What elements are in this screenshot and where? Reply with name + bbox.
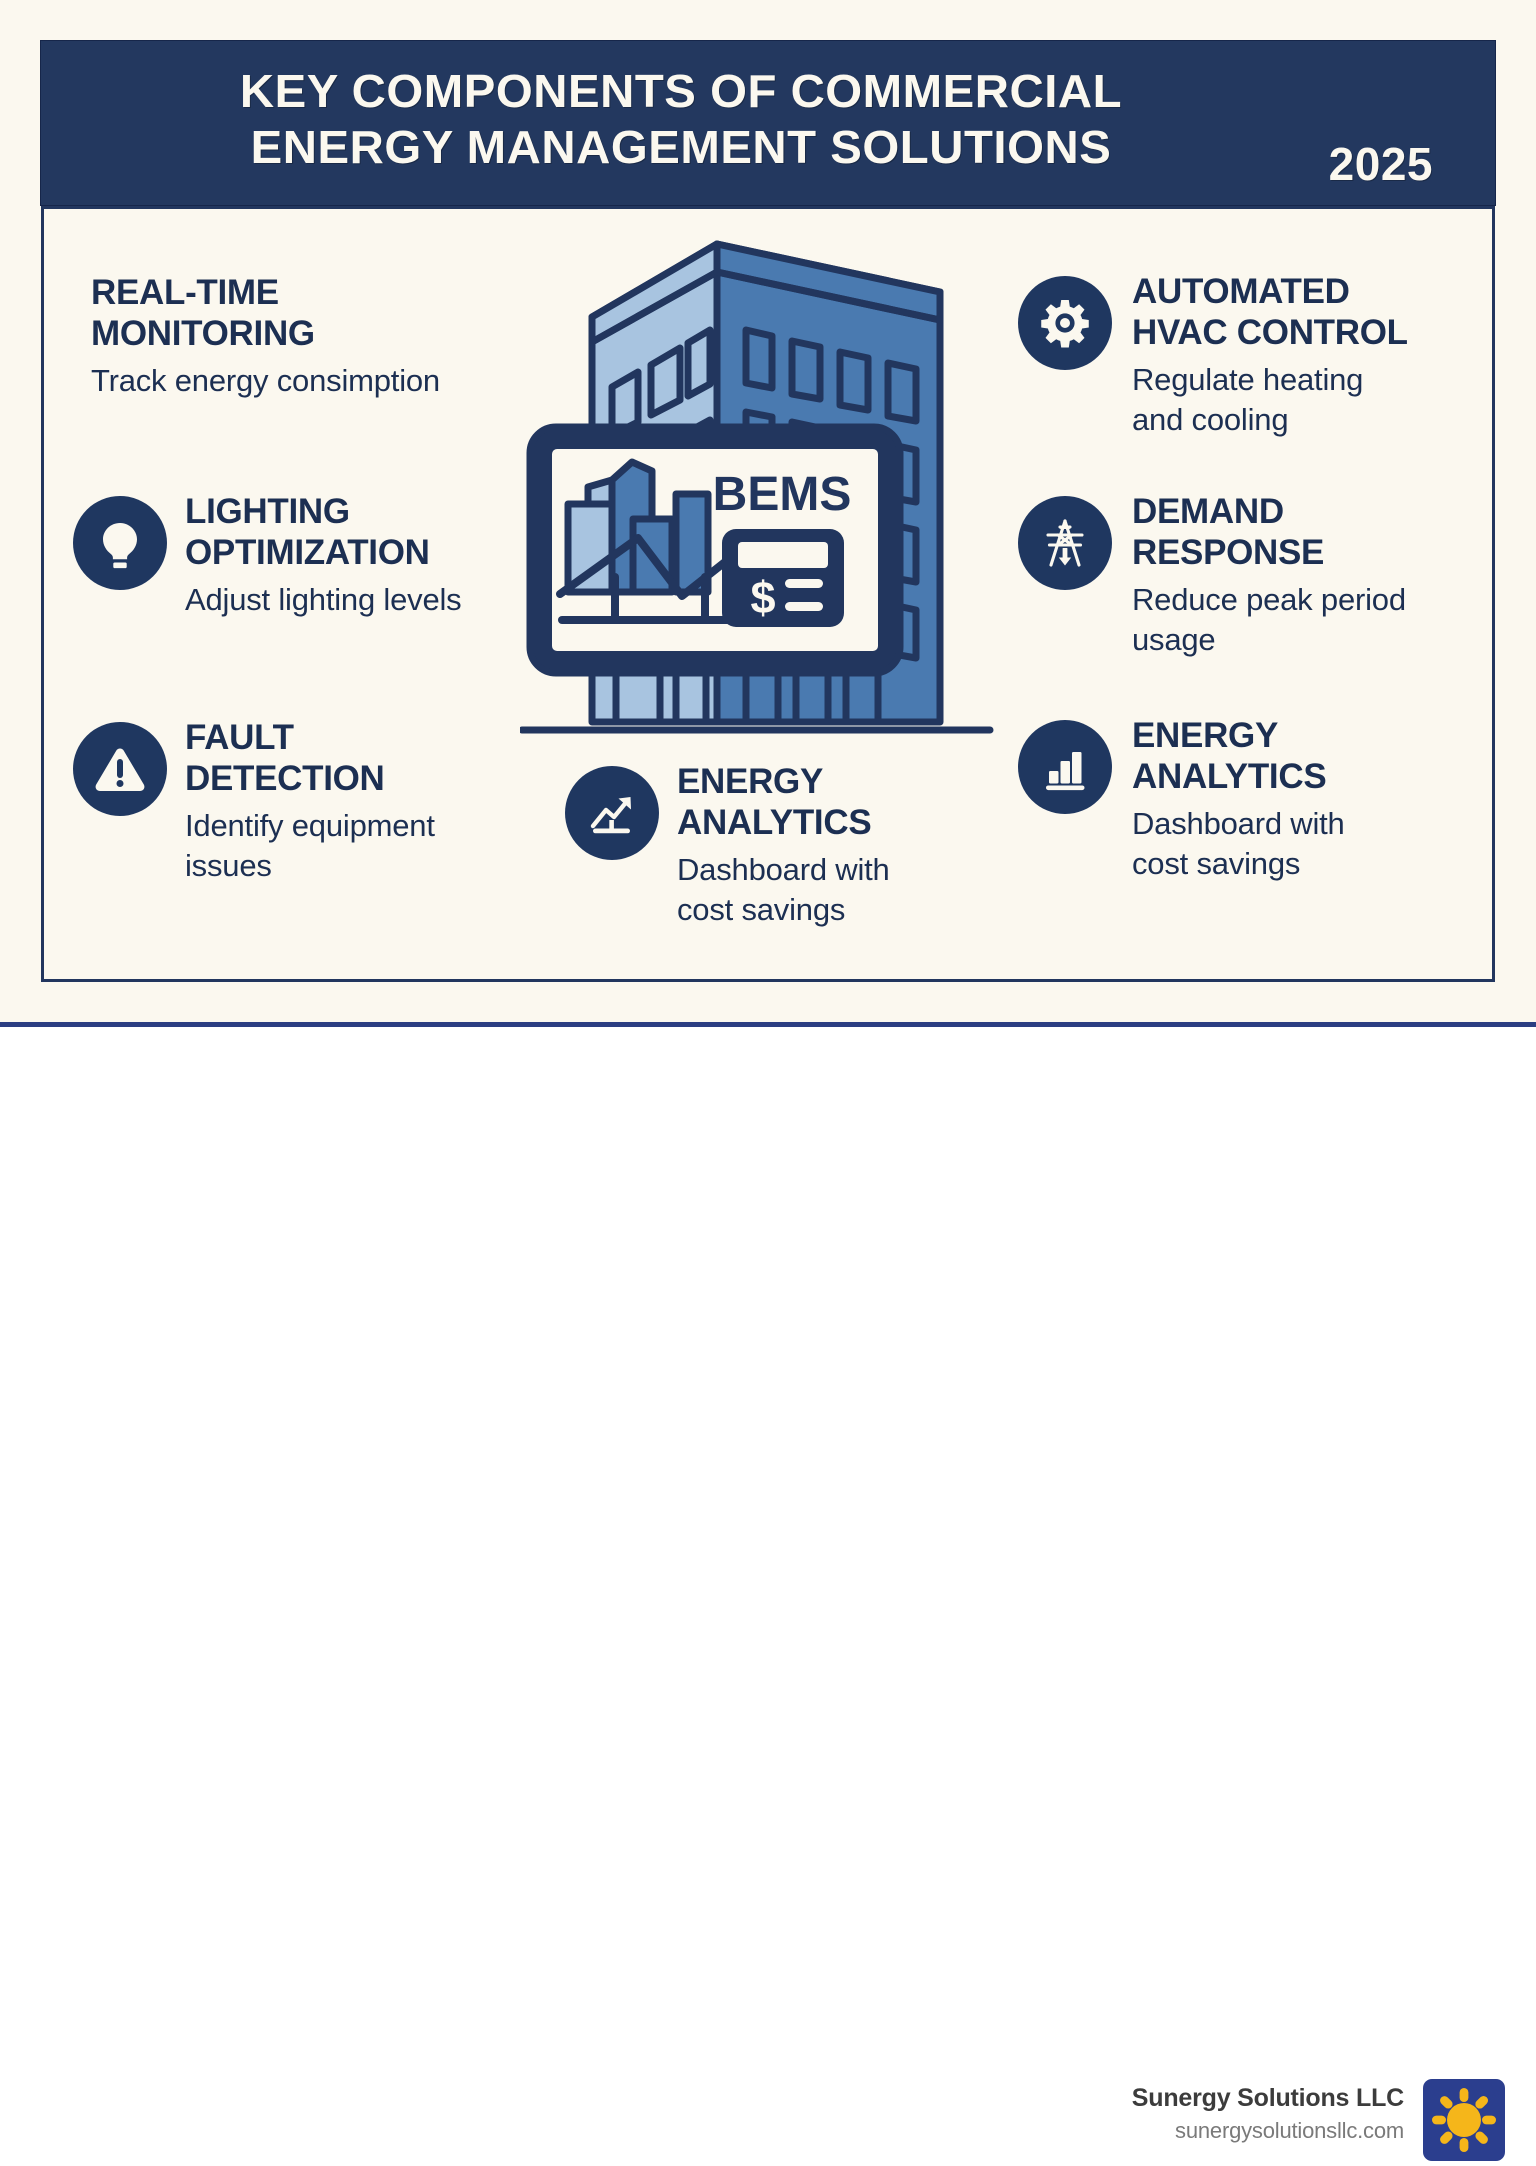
feature-desc: Dashboard with cost savings [1132,805,1345,882]
warning-triangle-icon [73,722,167,816]
bems-building-illustration: BEMS $ [518,222,1020,742]
feature-text: FAULT DETECTION Identify equipment issue… [167,718,435,886]
company-website[interactable]: sunergysolutionsllc.com [1175,2118,1404,2143]
sun-logo-icon[interactable] [1423,2079,1505,2161]
feature-title: FAULT DETECTION [185,718,385,798]
title-line-2: ENERGY MANAGEMENT SOLUTIONS [250,121,1112,174]
feature-real-time-monitoring[interactable]: REAL-TIME MONITORING Track energy consim… [73,273,553,401]
footer-divider [0,1022,1536,1027]
feature-text: AUTOMATED HVAC CONTROL Regulate heating … [1112,272,1408,440]
feature-fault-detection[interactable]: FAULT DETECTION Identify equipment issue… [73,718,543,886]
brand-text: Sunergy Solutions LLC sunergysolutionsll… [1132,2084,1404,2144]
feature-desc: Dashboard with cost savings [677,851,890,928]
feature-desc: Track energy consimption [91,362,440,398]
feature-text: ENERGY ANALYTICS Dashboard with cost sav… [659,762,890,930]
feature-title: ENERGY ANALYTICS [677,762,872,842]
footer: Sunergy Solutions LLC sunergysolutionsll… [0,1027,1536,2161]
feature-title: AUTOMATED HVAC CONTROL [1132,272,1408,352]
header-band: KEY COMPONENTS OF COMMERCIAL ENERGY MANA… [40,40,1496,206]
trending-up-icon [565,766,659,860]
feature-automated-hvac-control[interactable]: AUTOMATED HVAC CONTROL Regulate heating … [1018,272,1488,440]
feature-energy-analytics-right[interactable]: ENERGY ANALYTICS Dashboard with cost sav… [1018,716,1488,884]
feature-title: REAL-TIME MONITORING [91,273,315,353]
feature-text: ENERGY ANALYTICS Dashboard with cost sav… [1112,716,1345,884]
feature-title: LIGHTING OPTIMIZATION [185,492,430,572]
feature-text: REAL-TIME MONITORING Track energy consim… [73,273,440,401]
feature-desc: Adjust lighting levels [185,581,462,617]
title-line-1: KEY COMPONENTS OF COMMERCIAL [239,65,1123,117]
feature-title: DEMAND RESPONSE [1132,492,1325,572]
feature-title: ENERGY ANALYTICS [1132,716,1327,796]
gear-icon [1018,276,1112,370]
power-tower-icon [1018,496,1112,590]
feature-desc: Reduce peak period usage [1132,581,1406,658]
infographic-poster: KEY COMPONENTS OF COMMERCIAL ENERGY MANA… [0,0,1536,1026]
bar-chart-icon [1018,720,1112,814]
lightbulb-icon [73,496,167,590]
company-name: Sunergy Solutions LLC [1131,2084,1404,2112]
feature-lighting-optimization[interactable]: LIGHTING OPTIMIZATION Adjust lighting le… [73,492,563,620]
svg-text:$: $ [750,572,775,623]
feature-energy-analytics-center[interactable]: ENERGY ANALYTICS Dashboard with cost sav… [565,762,985,930]
feature-desc: Identify equipment issues [185,807,435,884]
year-badge: 2025 [1328,138,1433,190]
page-title: KEY COMPONENTS OF COMMERCIAL ENERGY MANA… [84,63,1279,175]
feature-text: LIGHTING OPTIMIZATION Adjust lighting le… [167,492,462,620]
feature-demand-response[interactable]: DEMAND RESPONSE Reduce peak period usage [1018,492,1488,660]
feature-text: DEMAND RESPONSE Reduce peak period usage [1112,492,1406,660]
screen-label: BEMS [713,468,852,521]
feature-desc: Regulate heating and cooling [1132,361,1364,438]
